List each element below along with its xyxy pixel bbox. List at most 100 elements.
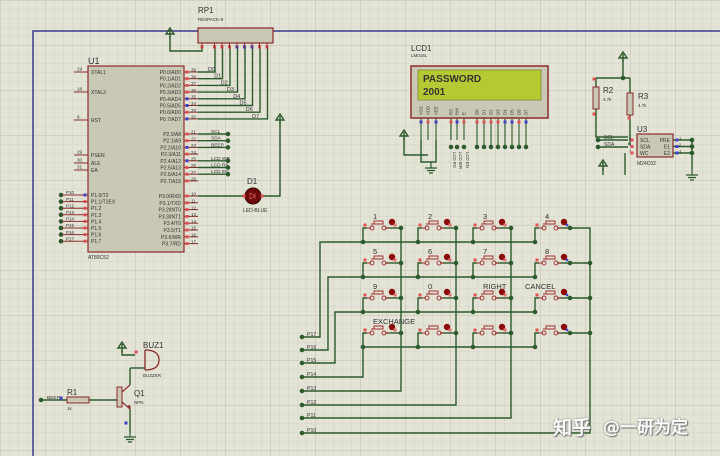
pin-marker: [448, 258, 452, 262]
pin-marker: [185, 194, 189, 198]
button-terminal: [369, 225, 375, 231]
components[interactable]: [59, 26, 699, 443]
pin-number: 24: [191, 150, 197, 155]
pin-marker: [482, 120, 486, 124]
pin-number: 12: [191, 205, 197, 210]
u3-ref: U3: [637, 125, 648, 134]
wire: [472, 262, 477, 277]
pin-name: P2.0/A8: [163, 132, 181, 138]
pin-marker: [393, 293, 397, 297]
pin-marker: [185, 97, 189, 101]
pin-marker: [627, 116, 631, 120]
pin-marker: [535, 223, 539, 227]
wire: [472, 332, 477, 347]
pin-marker: [675, 145, 679, 148]
junction-dot: [516, 144, 522, 150]
pin-number: 16: [191, 233, 197, 238]
pin-marker: [393, 258, 397, 262]
pin-marker: [503, 258, 507, 262]
power-arrow: [164, 26, 176, 38]
pin-marker: [59, 396, 63, 400]
junction-dot: [38, 397, 44, 403]
keypad-button[interactable]: [539, 323, 569, 336]
r2-body[interactable]: [592, 86, 600, 110]
wire: [362, 262, 367, 277]
junction-dot: [595, 144, 601, 150]
button-terminal: [541, 330, 547, 336]
net-label: LCD EN: [211, 169, 229, 175]
pin-marker: [185, 152, 189, 156]
pin-number: 6: [629, 136, 632, 141]
wire: [472, 297, 477, 312]
led-d1-icon[interactable]: [244, 187, 262, 205]
junction-dot: [474, 144, 480, 150]
button-terminal: [424, 260, 430, 266]
wire: [362, 227, 367, 242]
keypad-button[interactable]: [539, 253, 569, 266]
pin-name: XTAL1: [91, 70, 106, 76]
keypad-button[interactable]: [422, 218, 451, 231]
pin-marker: [503, 223, 507, 227]
pin-name: PSEN: [91, 153, 105, 159]
pin-marker: [185, 235, 189, 239]
r1-body[interactable]: [66, 396, 90, 404]
keypad-button[interactable]: [367, 253, 396, 266]
wire: [403, 138, 428, 156]
lcd-pin-name: VEE: [434, 106, 439, 115]
lcd-line2: 2001: [423, 87, 446, 98]
pin-number: 32: [191, 115, 197, 120]
u1-value: AT89C52: [88, 255, 109, 261]
pin-marker: [418, 293, 422, 297]
pin-name: P3.1/TXD: [159, 201, 181, 207]
pin-marker: [185, 228, 189, 232]
pin-marker: [83, 206, 87, 210]
buz1-value: BUZZER: [143, 373, 162, 378]
pin-marker: [535, 293, 539, 297]
pin-marker: [363, 223, 367, 227]
pin-name: PRE: [660, 138, 671, 144]
lcd-value: LM016L: [411, 53, 428, 58]
q1-body[interactable]: [116, 386, 123, 408]
pin-number: 26: [191, 163, 197, 168]
pin-name: P1.1/T2EX: [91, 200, 116, 206]
keypad-button[interactable]: [422, 253, 451, 266]
keypad-button[interactable]: [539, 218, 569, 231]
pin-marker: [185, 201, 189, 205]
lcd-pin-name: D7: [524, 109, 529, 115]
pin-marker: [185, 110, 189, 114]
pin-marker: [448, 223, 452, 227]
ground-icon: [124, 431, 136, 443]
pin-marker: [185, 208, 189, 212]
button-terminal: [479, 330, 485, 336]
net-label: P12: [307, 400, 316, 406]
lcd-net-label: LCD RS: [452, 152, 457, 168]
pin-marker: [565, 293, 569, 297]
pin-name: P3.3/INT1: [158, 214, 181, 220]
pin-marker: [185, 70, 189, 74]
buzzer-icon[interactable]: [144, 349, 160, 371]
pin-marker: [83, 219, 87, 223]
u3-body[interactable]: [636, 133, 674, 158]
pin-number: 21: [191, 130, 197, 135]
r3-body[interactable]: [626, 92, 634, 116]
pin-name: RST: [91, 118, 101, 124]
power-terminal-icon: [116, 340, 128, 352]
button-terminal: [553, 225, 559, 231]
pin-number: 1: [679, 136, 682, 141]
rp1-body[interactable]: [197, 27, 274, 44]
keypad-button[interactable]: [539, 288, 569, 301]
pin-number: 19: [77, 67, 83, 72]
wire: [362, 332, 367, 347]
button-terminal: [424, 330, 430, 336]
pin-name: P0.2/AD2: [160, 83, 182, 89]
pin-marker: [473, 293, 477, 297]
pin-name: P1.7: [91, 239, 102, 245]
pin-marker: [185, 117, 189, 121]
pin-name: P2.6/A14: [160, 172, 181, 178]
u1-body[interactable]: [87, 65, 185, 253]
wire: [302, 227, 591, 434]
pin-marker: [630, 145, 634, 148]
pin-number: 34: [191, 101, 197, 106]
pin-number: 29: [77, 150, 83, 155]
